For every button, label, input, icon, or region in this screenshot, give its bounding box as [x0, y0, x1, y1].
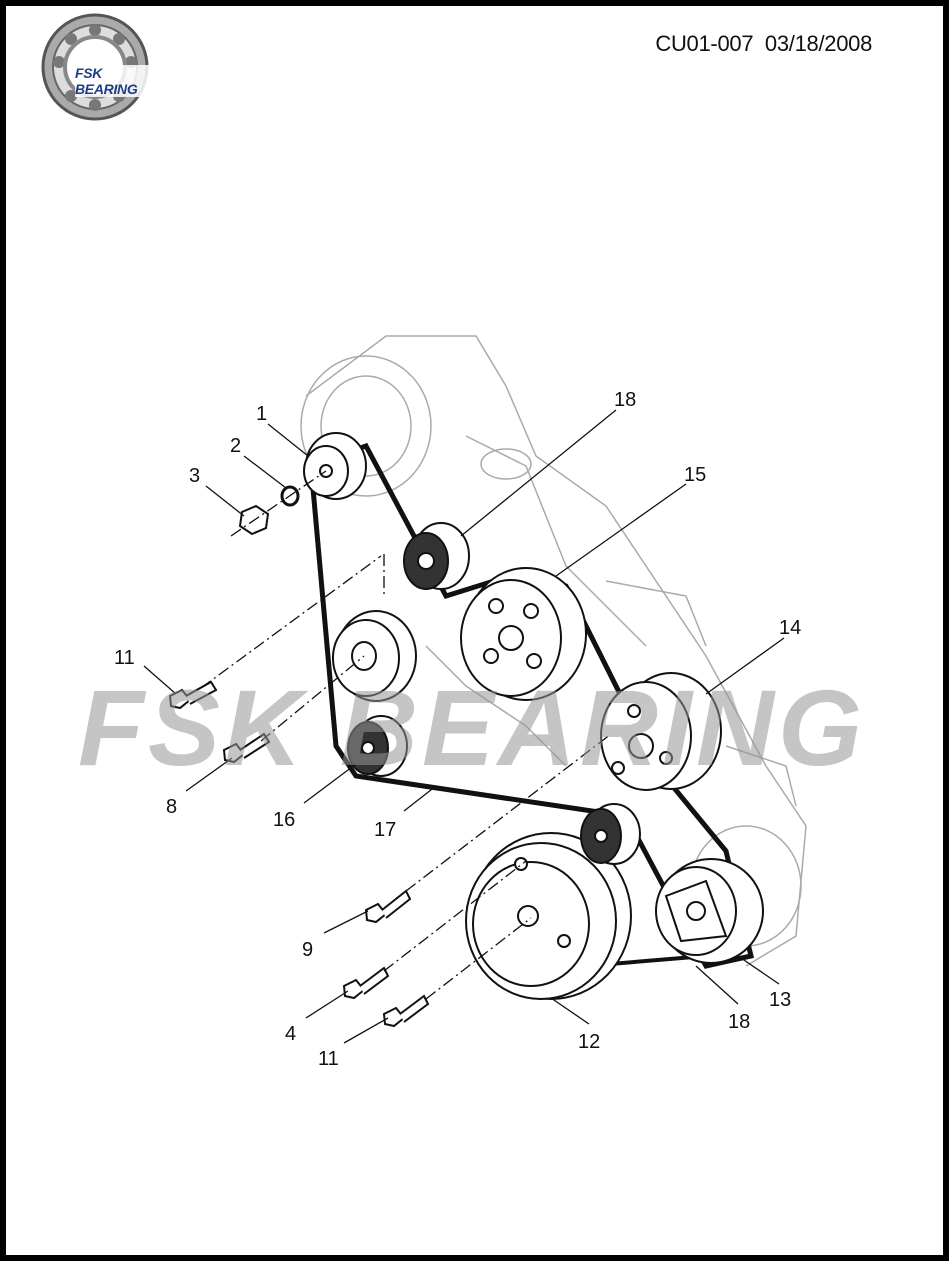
- idler-pulley-18-lower: [580, 803, 641, 865]
- callout-17: 17: [374, 819, 396, 841]
- callout-16: 16: [273, 809, 295, 831]
- callout-12: 12: [578, 1031, 600, 1053]
- pulley-14: [600, 672, 722, 791]
- callout-11-lower: 11: [318, 1048, 339, 1070]
- callout-8: 8: [166, 796, 177, 818]
- callout-3: 3: [189, 465, 200, 487]
- leader-lines: [143, 409, 785, 1044]
- pulley-13: [655, 858, 764, 964]
- idler-pulley-large: [332, 610, 417, 702]
- callout-11-upper: 11: [114, 647, 135, 669]
- pulley-15: [460, 567, 587, 701]
- parts-diagram-page: FSK BEARING CU01-007 03/18/2008: [6, 6, 943, 1255]
- bolt-11-lower: [382, 994, 430, 1028]
- drive-belt: [308, 442, 755, 969]
- fsk-bearing-logo: FSK BEARING: [36, 12, 154, 122]
- center-lines: [200, 470, 612, 1000]
- bolt-4: [342, 966, 390, 1000]
- idler-pulley-18-upper: [403, 522, 470, 590]
- callout-18-lower: 18: [728, 1011, 750, 1033]
- pulley-1: [303, 432, 367, 500]
- bolt-9: [364, 889, 412, 924]
- bolt-11-upper: [168, 680, 218, 710]
- callout-9: 9: [302, 939, 313, 961]
- bolt-8: [222, 732, 271, 764]
- callout-4: 4: [285, 1023, 296, 1045]
- logo-text: FSK BEARING: [75, 65, 154, 97]
- idler-pulley-16: [347, 715, 408, 777]
- document-header: CU01-007 03/18/2008: [655, 31, 872, 57]
- callout-1: 1: [256, 403, 267, 425]
- engine-background: [300, 335, 807, 967]
- callout-14: 14: [779, 617, 801, 639]
- document-id: CU01-007: [655, 31, 754, 56]
- callout-13: 13: [769, 989, 791, 1011]
- belt-drive-drawing: 1 2 3 18 15 14 11 8 16 17 9 4 11 12 18 1…: [114, 335, 807, 1070]
- callout-15: 15: [684, 464, 706, 486]
- callout-2: 2: [230, 435, 241, 457]
- pulley-12-crankshaft: [465, 832, 632, 1000]
- callout-18-upper: 18: [614, 389, 636, 411]
- document-date: 03/18/2008: [764, 31, 872, 56]
